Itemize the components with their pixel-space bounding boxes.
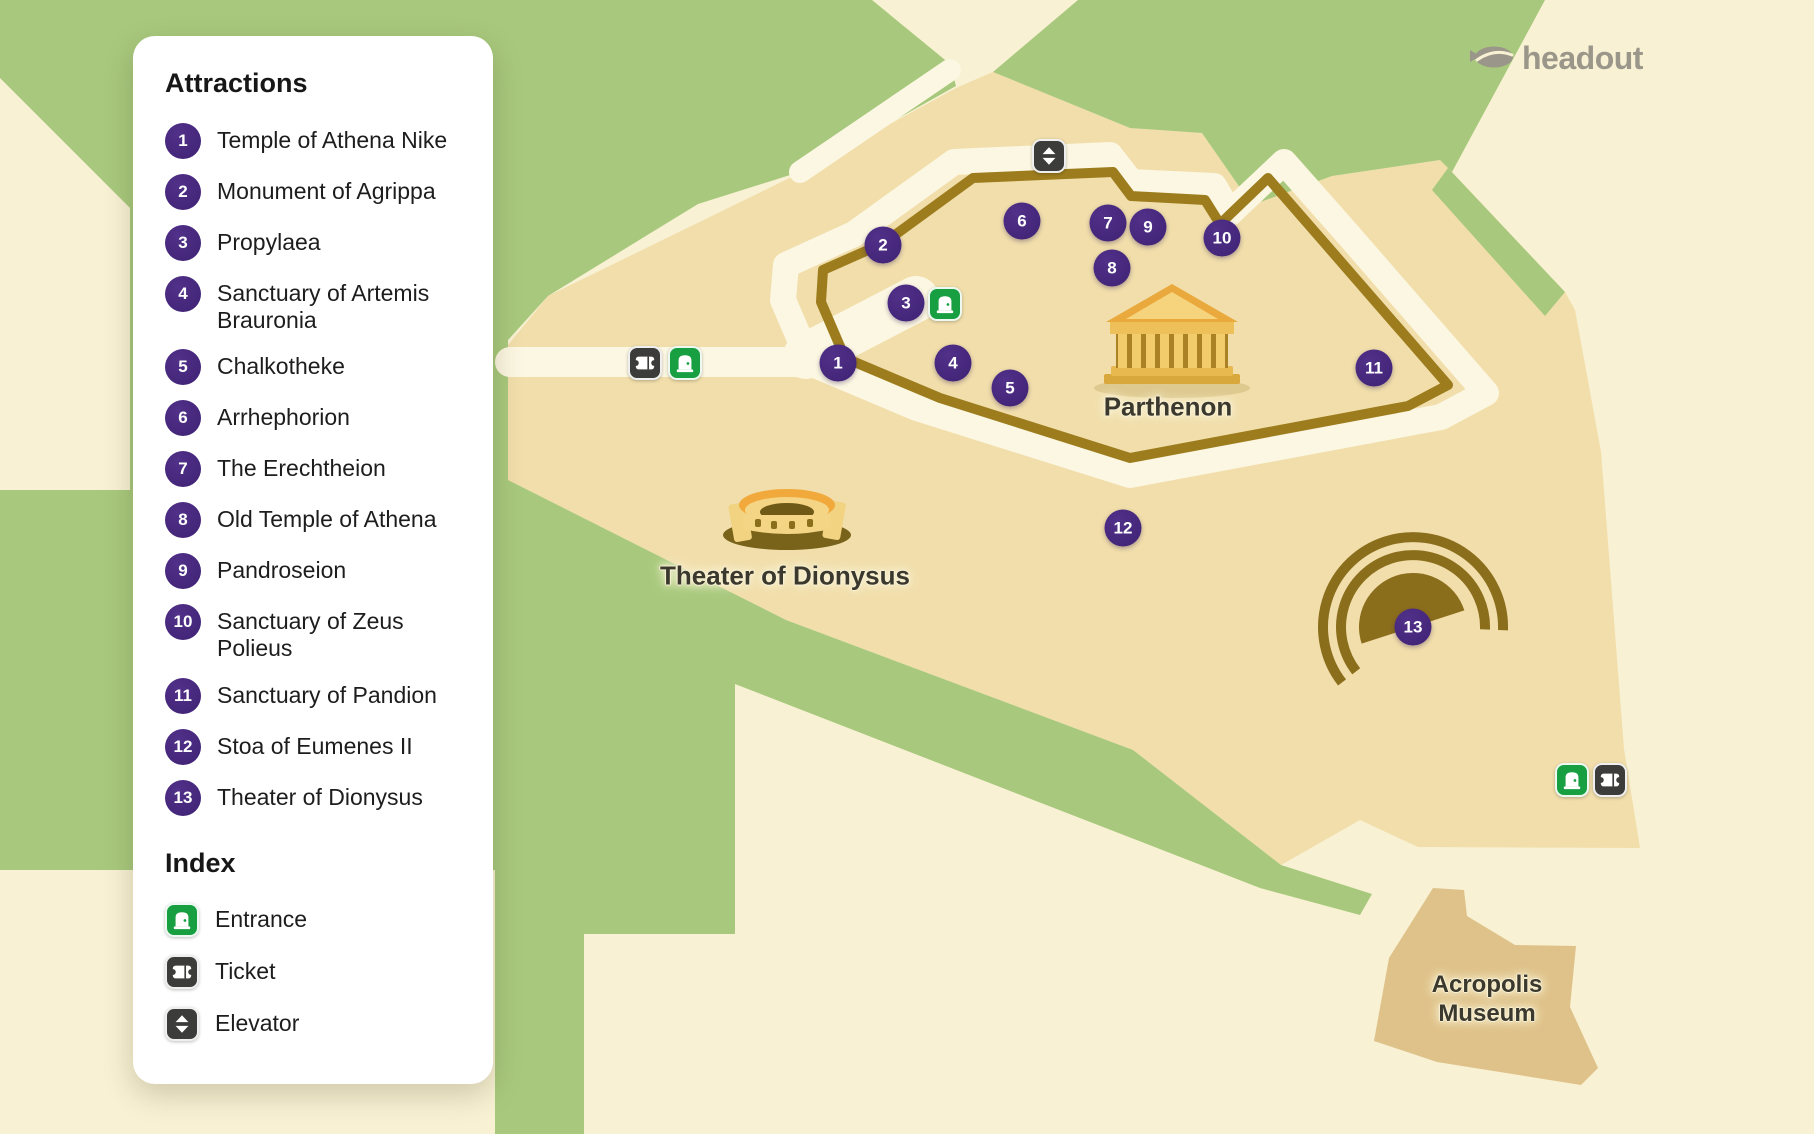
marker-number: 11 [1365,358,1383,377]
parthenon-illustration [1094,284,1250,398]
attraction-item-7: 7 The Erechtheion [165,451,469,488]
legend-label: Entrance [215,906,308,932]
parthenon-label: Parthenon [1103,391,1233,422]
map-marker-8: 8 [1093,249,1131,287]
legend-panel: Attractions 1 Temple of Athena Nike 2 Mo… [133,36,493,1084]
attraction-label: Sanctuary of Artemis Brauronia [217,280,430,334]
attraction-number-badge: 3 [165,225,201,261]
theater-of-dionysus-label: Theater of Dionysus [660,560,910,591]
attraction-item-2: 2 Monument of Agrippa [165,174,469,210]
attractions-title: Attractions [165,68,308,98]
attraction-number-badge: 7 [165,451,201,488]
attraction-item-1: 1 Temple of Athena Nike [165,123,469,159]
map-marker-13: 13 [1394,608,1432,646]
attraction-number-badge: 4 [165,276,201,312]
attraction-label: Pandroseion [217,557,347,584]
acropolis-wall [816,167,1453,463]
attraction-item-3: 3 Propylaea [165,225,469,261]
marker-number: 13 [1403,617,1423,636]
map-marker-6: 6 [1003,202,1041,240]
legend-row-ticket: Ticket [165,954,469,989]
marker-number: 9 [1143,217,1153,236]
acropolis-museum-building [1374,888,1598,1085]
attraction-number-badge: 13 [165,779,201,816]
attraction-number-badge: 5 [165,349,201,386]
attraction-number-badge: 10 [165,604,201,641]
legend-row-entrance: Entrance [165,902,469,937]
map-marker-10: 10 [1203,219,1241,257]
attraction-number-badge: 2 [165,174,201,210]
map-marker-7: 7 [1089,204,1127,242]
headout-blimp-icon [1470,46,1514,67]
attraction-label: Old Temple of Athena [217,506,437,533]
map-marker-12: 12 [1104,509,1142,547]
attraction-number-badge: 1 [165,123,201,159]
marker-number: 7 [1103,213,1113,232]
attraction-number-badge: 12 [165,728,201,765]
elevator-icon [1032,139,1066,173]
theater-of-dionysus-illustration [723,489,851,550]
attraction-label: Arrhephorion [217,404,350,431]
legend-label: Elevator [215,1010,300,1036]
attraction-label: Temple of Athena Nike [217,127,448,153]
attraction-label: The Erechtheion [217,455,386,482]
attraction-item-10: 10 Sanctuary of Zeus Polieus [165,604,469,662]
map-marker-2: 2 [864,226,902,264]
ticket-icon [628,346,662,380]
ticket-icon [1593,763,1627,797]
path-northwest-diagonal [789,59,961,183]
odeon-ruin [1318,532,1508,686]
attraction-item-9: 9 Pandroseion [165,553,469,590]
entrance-icon [1555,763,1589,797]
marker-number: 6 [1017,211,1027,230]
map-marker-9: 9 [1129,208,1167,246]
legend-label: Ticket [215,958,276,984]
marker-number: 5 [1005,378,1015,397]
map-marker-4: 4 [934,344,972,382]
marker-number: 8 [1107,258,1117,277]
marker-number: 1 [833,353,843,372]
green-strip-east [1432,168,1565,316]
attraction-item-8: 8 Old Temple of Athena [165,502,469,539]
ticket-icon [165,954,199,989]
map-marker-11: 11 [1355,349,1393,387]
map-marker-5: 5 [991,369,1029,407]
attraction-label: Chalkotheke [217,353,345,380]
entrance-icon [668,346,702,380]
attraction-item-11: 11 Sanctuary of Pandion [165,677,469,714]
attraction-item-5: 5 Chalkotheke [165,349,469,386]
marker-number: 12 [1113,518,1133,537]
attraction-item-4: 4 Sanctuary of Artemis Brauronia [165,276,469,334]
acropolis-museum-label: Acropolis Museum [1431,971,1543,1027]
map-marker-3: 3 [887,284,925,322]
logo-text: headout [1522,40,1643,76]
headout-logo: headout [1468,40,1643,77]
map-marker-1: 1 [819,344,857,382]
attraction-label: Stoa of Eumenes II [217,732,413,759]
attraction-item-6: 6 Arrhephorion [165,400,469,437]
attraction-number-badge: 6 [165,400,201,437]
attraction-number-badge: 8 [165,502,201,539]
attraction-number-badge: 9 [165,553,201,590]
attraction-label: Monument of Agrippa [217,178,436,204]
index-title: Index [165,847,236,878]
attraction-label: Propylaea [217,229,321,255]
green-area-northeast [993,0,1545,205]
entrance-icon [928,287,962,321]
marker-number: 10 [1212,228,1232,247]
attraction-item-13: 13 Theater of Dionysus [165,779,469,816]
attraction-label: Sanctuary of Pandion [217,681,437,708]
legend-row-elevator: Elevator [165,1006,469,1041]
attraction-label: Sanctuary of Zeus Polieus [217,608,404,662]
marker-number: 4 [948,353,958,372]
marker-number: 3 [901,293,911,312]
attraction-label: Theater of Dionysus [217,783,423,810]
elevator-icon [165,1006,199,1041]
marker-number: 2 [878,235,888,254]
attraction-item-12: 12 Stoa of Eumenes II [165,728,469,765]
attraction-number-badge: 11 [165,677,201,714]
entrance-icon [165,902,199,937]
